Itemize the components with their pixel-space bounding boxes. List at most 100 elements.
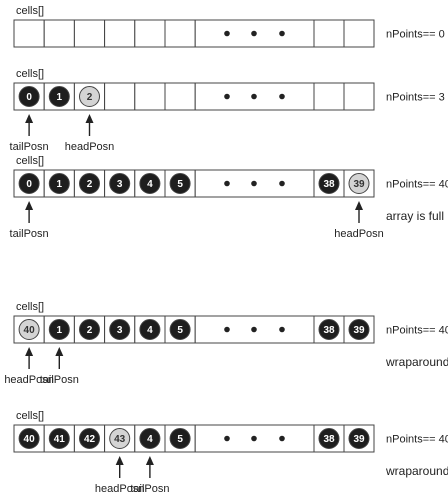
array-cell	[104, 82, 136, 111]
cell-value-marker: 38	[318, 173, 340, 194]
cell-value-marker: 40	[18, 428, 40, 449]
filled-marker-circle	[109, 319, 131, 340]
ellipsis-dot	[224, 435, 230, 442]
cell-boxes	[13, 19, 375, 48]
pointer-label: headPosn	[95, 483, 145, 495]
pointer-arrow-head	[145, 456, 154, 465]
pointer-headposn: headPosn	[65, 114, 115, 153]
pointer-headposn: headPosn	[4, 347, 54, 386]
cell-value-marker: 3	[109, 319, 131, 340]
cell-value-label: 39	[353, 179, 365, 190]
cell-value-label: 39	[353, 325, 365, 336]
ellipsis-dot	[279, 326, 285, 333]
filled-marker-circle	[109, 173, 131, 194]
cell-value-label: 43	[114, 434, 126, 445]
array-title: cells[]	[16, 301, 44, 313]
cell-value-marker: 39	[348, 428, 370, 449]
pointer-label: tailPosn	[10, 141, 49, 153]
cell-value-label: 5	[177, 179, 183, 190]
cell-value-marker: 40	[18, 319, 40, 340]
filled-marker-circle	[18, 173, 40, 194]
cell-value-marker: 4	[139, 428, 161, 449]
ellipsis-dot	[279, 30, 285, 37]
pointer-arrow-head	[85, 114, 94, 123]
pointer-arrow-head	[55, 347, 64, 356]
cell-value-marker: 4	[139, 319, 161, 340]
pointer-arrow-head	[355, 201, 363, 210]
pointer-tailposn: tailPosn	[40, 347, 79, 386]
array-cell	[164, 82, 196, 111]
row-note: wraparound	[385, 464, 448, 478]
filled-marker-circle	[169, 173, 191, 194]
array-title: cells[]	[16, 410, 44, 422]
npoints-label: nPoints== 3	[386, 92, 445, 104]
ellipsis-dots	[224, 326, 285, 333]
pointer-tailposn: tailPosn	[10, 114, 49, 153]
array-title: cells[]	[16, 68, 44, 80]
array-title: cells[]	[16, 5, 44, 17]
ellipsis-dot	[224, 93, 230, 100]
cell-value-marker: 2	[79, 319, 100, 340]
cell-value-label: 5	[177, 325, 183, 336]
cell-value-marker: 4	[139, 173, 161, 194]
cell-value-marker: 38	[318, 319, 340, 340]
cell-value-label: 3	[117, 179, 123, 190]
cell-value-label: 0	[26, 179, 32, 190]
filled-marker-circle	[18, 86, 40, 107]
filled-marker-circle	[139, 428, 161, 449]
filled-marker-circle	[139, 319, 161, 340]
cell-value-label: 4	[147, 325, 153, 336]
cell-value-marker: 42	[79, 428, 100, 449]
head-marker-circle	[79, 86, 100, 107]
cell-value-marker: 5	[169, 173, 191, 194]
cell-value-marker: 3	[109, 173, 131, 194]
ellipsis-dots	[224, 93, 285, 100]
cell-value-label: 1	[57, 92, 63, 103]
filled-marker-circle	[48, 173, 70, 194]
cell-value-label: 0	[26, 92, 32, 103]
head-marker-circle	[18, 319, 40, 340]
cell-value-marker: 1	[48, 319, 70, 340]
pointer-label: tailPosn	[10, 228, 49, 240]
pointer-label: headPosn	[65, 141, 115, 153]
pointer-label: tailPosn	[40, 374, 79, 386]
cell-value-label: 38	[323, 434, 335, 445]
pointer-headposn: headPosn	[334, 201, 384, 240]
ellipsis-dot	[251, 326, 257, 333]
pointer-label: headPosn	[334, 228, 384, 240]
cell-value-label: 1	[57, 325, 63, 336]
ellipsis-dot	[279, 93, 285, 100]
filled-marker-circle	[169, 319, 191, 340]
npoints-label: nPoints== 0	[386, 29, 445, 41]
filled-marker-circle	[348, 428, 370, 449]
cell-value-label: 2	[87, 325, 93, 336]
cell-value-marker: 1	[48, 173, 70, 194]
ellipsis-dots	[224, 180, 285, 187]
array-cell	[343, 82, 375, 111]
filled-marker-circle	[139, 173, 161, 194]
array-cell	[104, 19, 136, 48]
array-cell	[43, 19, 75, 48]
array-title: cells[]	[16, 155, 44, 167]
ellipsis-dots	[224, 435, 285, 442]
cell-value-label: 4	[147, 179, 153, 190]
pointer-arrow-head	[25, 347, 34, 356]
cell-value-label: 40	[24, 325, 36, 336]
pointer-label: tailPosn	[130, 483, 169, 495]
ellipsis-dot	[251, 435, 257, 442]
filled-marker-circle	[79, 173, 100, 194]
cell-value-label: 42	[84, 434, 96, 445]
filled-marker-circle	[318, 428, 340, 449]
cell-value-label: 38	[323, 325, 335, 336]
npoints-label: nPoints== 40	[386, 179, 448, 191]
cell-value-label: 4	[147, 434, 153, 445]
filled-marker-circle	[169, 428, 191, 449]
ellipsis-dot	[251, 180, 257, 187]
cell-value-label: 1	[57, 179, 63, 190]
ellipsis-dots	[224, 30, 285, 37]
cell-value-marker: 0	[18, 86, 40, 107]
cell-value-label: 2	[87, 179, 93, 190]
